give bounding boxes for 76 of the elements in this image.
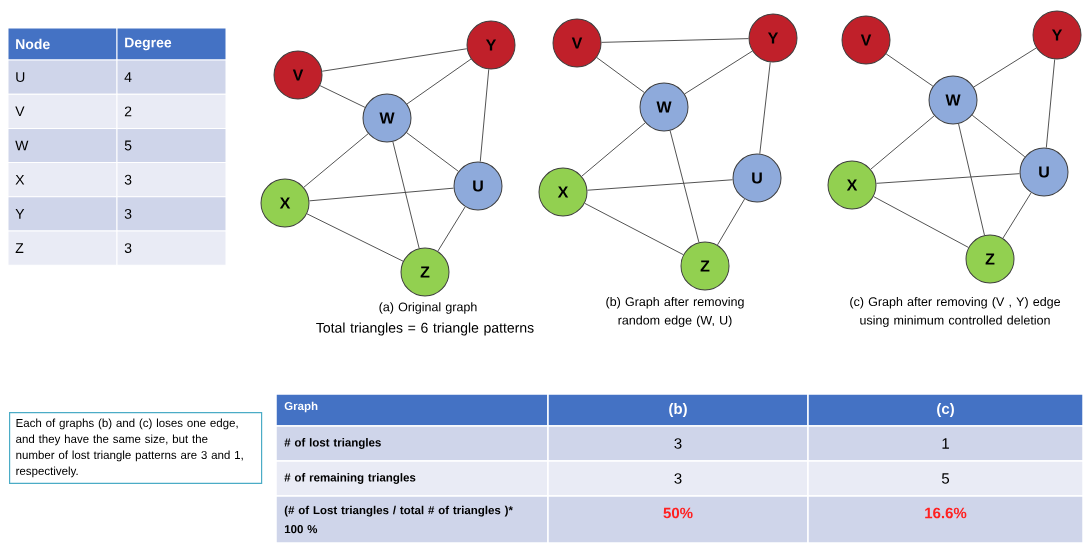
- table-cell: 16.6%: [807, 495, 1083, 543]
- graph-vertex: U: [453, 161, 503, 211]
- graph-edge: [876, 173, 1021, 184]
- graph-edge: [437, 206, 466, 252]
- table-cell: 4: [116, 59, 227, 95]
- table-cell: Degree: [116, 27, 227, 61]
- graph-edge: [1045, 58, 1056, 149]
- table-cell: 1: [807, 425, 1083, 462]
- graph-vertex: W: [639, 82, 689, 132]
- table-cell: Z: [7, 230, 118, 266]
- table-cell: Y: [7, 196, 118, 232]
- table-cell: (c): [807, 393, 1083, 427]
- graph-vertex: U: [1019, 147, 1069, 197]
- graph-edge: [303, 133, 369, 188]
- graph-edge: [406, 132, 459, 172]
- graph-edge: [306, 213, 404, 262]
- table-cell: # of lost triangles: [275, 425, 549, 462]
- table-cell: W: [7, 127, 118, 164]
- graph-edge: [587, 179, 734, 191]
- graph-edge: [406, 58, 472, 105]
- table-cell: 3: [547, 460, 809, 497]
- graph-vertex: Z: [400, 247, 450, 297]
- graph-edge: [321, 48, 468, 72]
- graph-vertex: U: [732, 153, 782, 203]
- graph-edge: [958, 123, 985, 236]
- note-box: Each of graphs (b) and (c) loses one edge, and they have the same size, but the number of lost triangle patterns are 3 and 1, respectively.: [9, 412, 263, 484]
- graph-edge: [581, 122, 646, 177]
- table-cell: 3: [116, 230, 227, 266]
- table-cell: V: [7, 93, 118, 129]
- caption: (b) Graph after removing random edge (W, U): [606, 296, 744, 328]
- table-cell: 3: [547, 425, 809, 462]
- graph-vertex: Y: [1032, 10, 1082, 60]
- caption: (c) Graph after removing (V , Y) edge using minimum controlled deletion: [850, 296, 1061, 328]
- graph-edge: [1002, 192, 1032, 239]
- table-cell: Graph: [275, 393, 549, 427]
- graph-vertex: X: [827, 160, 877, 210]
- graph-edge: [584, 202, 684, 256]
- graph-vertex: W: [362, 93, 412, 143]
- graph-vertex: V: [273, 50, 323, 100]
- table-cell: (# of Lost triangles / total # of triangles )* 100 %: [275, 495, 549, 543]
- graph-edge: [885, 53, 934, 87]
- table-cell: U: [7, 59, 118, 95]
- graph-edge: [684, 50, 753, 95]
- graph-edge: [717, 198, 745, 246]
- graph-vertex: Y: [748, 13, 798, 63]
- graph-vertex: W: [928, 75, 978, 125]
- table-cell: 50%: [547, 495, 809, 543]
- graph-vertex: Z: [680, 241, 730, 291]
- table-cell: X: [7, 162, 118, 198]
- graph-edge: [479, 68, 490, 163]
- graph-edge: [392, 141, 420, 249]
- table-cell: # of remaining triangles: [275, 460, 549, 497]
- graph-edge: [759, 61, 771, 155]
- graph-vertex: Z: [965, 234, 1015, 284]
- table-cell: 3: [116, 162, 227, 198]
- graph-vertex: V: [552, 18, 602, 68]
- table-cell: 2: [116, 93, 227, 129]
- graph-edge: [308, 187, 455, 202]
- table-cell: Node: [7, 27, 118, 61]
- graph-edge: [669, 130, 700, 243]
- table-cell: (b): [547, 393, 809, 427]
- graph-edge: [870, 115, 935, 170]
- graph-vertex: X: [260, 178, 310, 228]
- graph-vertex: Y: [466, 20, 516, 70]
- table-cell: 5: [807, 460, 1083, 497]
- caption: Total triangles = 6 triangle patterns: [316, 322, 534, 336]
- graph-edge: [596, 57, 645, 93]
- graph-edge: [601, 38, 749, 43]
- graph-vertex: X: [538, 167, 588, 217]
- graph-vertex: V: [841, 15, 891, 65]
- table-cell: 3: [116, 196, 227, 232]
- graph-edge: [319, 85, 366, 108]
- graph-edge: [973, 47, 1037, 88]
- table-cell: 5: [116, 127, 227, 164]
- graph-edge: [971, 114, 1026, 158]
- graph-edge: [873, 196, 969, 248]
